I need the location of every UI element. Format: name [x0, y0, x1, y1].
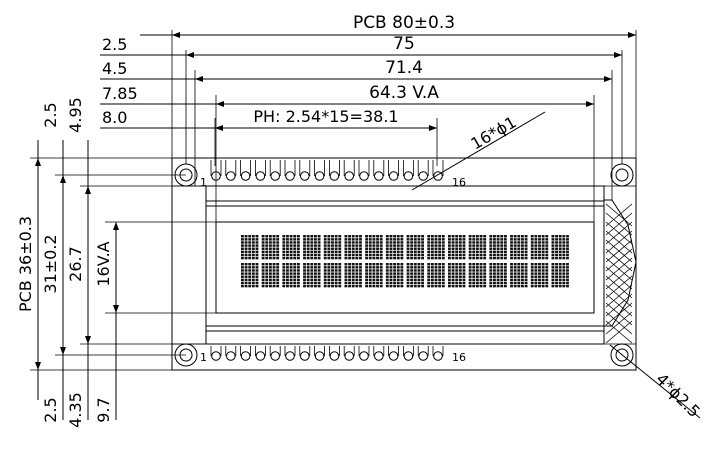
pin-pad	[417, 160, 429, 181]
pin-hole-leader	[411, 111, 546, 191]
label-pin-pitch: PH: 2.54*15=38.1	[253, 107, 398, 126]
vertical-dimensions	[30, 140, 216, 420]
label-left-4-5: 4.5	[102, 59, 127, 78]
character-cell	[489, 263, 507, 288]
character-cell	[241, 263, 259, 288]
character-cell	[303, 235, 321, 260]
character-cell	[551, 235, 569, 260]
pin-pad	[284, 160, 296, 181]
character-matrix	[241, 235, 569, 288]
label-bottom-9-7: 9.7	[94, 397, 113, 422]
label-view-area-width: 64.3 V.A	[369, 83, 439, 103]
pin-pad	[269, 160, 281, 181]
pin-pad	[284, 346, 296, 361]
label-71-4: 71.4	[385, 58, 423, 78]
character-cell	[468, 263, 487, 288]
dimension-labels: PCB 80±0.3 75 71.4 64.3 V.A PH: 2.54*15=…	[16, 13, 704, 428]
label-pcb-width: PCB 80±0.3	[353, 13, 455, 33]
pin-pad	[299, 160, 311, 181]
pin-pad	[328, 346, 340, 361]
character-cell	[551, 263, 569, 288]
character-cell	[530, 235, 549, 260]
pin-pad	[358, 346, 370, 361]
top-pin-row	[210, 160, 444, 181]
pin-pad	[417, 346, 429, 361]
label-bottom-2-5: 2.5	[41, 397, 60, 422]
label-height-31: 31±0.2	[41, 234, 60, 293]
character-cell	[385, 235, 404, 260]
character-cell	[241, 235, 259, 260]
character-cell	[282, 235, 300, 260]
label-bottom-pin-first: 1	[200, 351, 207, 364]
label-pin-hole-note: 16*ϕ1	[468, 112, 520, 153]
label-top-pin-last: 16	[452, 176, 466, 189]
pin-pad	[314, 346, 326, 361]
pin-pad	[225, 346, 237, 361]
character-cell	[427, 235, 445, 260]
pin-pad	[210, 346, 222, 361]
label-75: 75	[393, 34, 415, 54]
character-cell	[406, 263, 424, 288]
character-cell	[448, 235, 466, 260]
character-cell	[323, 235, 342, 260]
label-top-pin-first: 1	[200, 176, 207, 189]
label-left-2-5: 2.5	[102, 35, 127, 54]
character-cell	[303, 263, 321, 288]
label-top-2-5: 2.5	[41, 102, 60, 127]
character-cell	[261, 263, 280, 288]
character-cell	[365, 235, 383, 260]
pin-pad	[358, 160, 370, 181]
pin-pad	[299, 346, 311, 361]
character-cell	[510, 263, 528, 288]
character-cell	[427, 263, 445, 288]
pin-pad	[373, 346, 385, 361]
pin-pad	[254, 346, 266, 361]
label-mount-hole-note: 4*ϕ2.5	[652, 369, 704, 421]
character-cell	[385, 263, 404, 288]
mount-hole-leader	[609, 344, 701, 419]
pin-pad	[402, 160, 414, 181]
label-left-7-85: 7.85	[102, 84, 138, 103]
pin-pad	[240, 160, 252, 181]
character-cell	[261, 235, 280, 260]
pin-pad	[269, 346, 281, 361]
pin-pad	[388, 346, 400, 361]
pin-pad	[432, 346, 444, 361]
character-cell	[344, 263, 362, 288]
label-height-26-7: 26.7	[66, 246, 85, 282]
pcb-board	[171, 157, 637, 371]
bottom-pin-row	[210, 346, 444, 361]
viewing-area	[215, 221, 595, 314]
character-cell	[468, 235, 487, 260]
label-bottom-4-35: 4.35	[66, 392, 85, 428]
label-pcb-height: PCB 36±0.3	[16, 216, 35, 312]
label-view-area-height: 16V.A	[94, 241, 113, 286]
label-left-8-0: 8.0	[102, 108, 127, 127]
pin-pad	[328, 160, 340, 181]
pin-pad	[402, 346, 414, 361]
horizontal-dimensions	[100, 30, 637, 222]
character-cell	[530, 263, 549, 288]
character-cell	[510, 235, 528, 260]
label-top-4-95: 4.95	[66, 97, 85, 133]
character-cell	[406, 235, 424, 260]
pin-pad	[388, 160, 400, 181]
pin-pad	[254, 160, 266, 181]
character-cell	[344, 235, 362, 260]
character-cell	[448, 263, 466, 288]
pin-pad	[240, 346, 252, 361]
label-bottom-pin-last: 16	[452, 351, 466, 364]
character-cell	[489, 235, 507, 260]
pin-pad	[343, 160, 355, 181]
pin-pad	[432, 160, 444, 181]
pin-pad	[343, 346, 355, 361]
backlight-connector	[603, 199, 637, 344]
pin-pad	[373, 160, 385, 181]
character-cell	[323, 263, 342, 288]
character-cell	[365, 263, 383, 288]
pin-pad	[225, 160, 237, 181]
pin-pad	[314, 160, 326, 181]
character-cell	[282, 263, 300, 288]
